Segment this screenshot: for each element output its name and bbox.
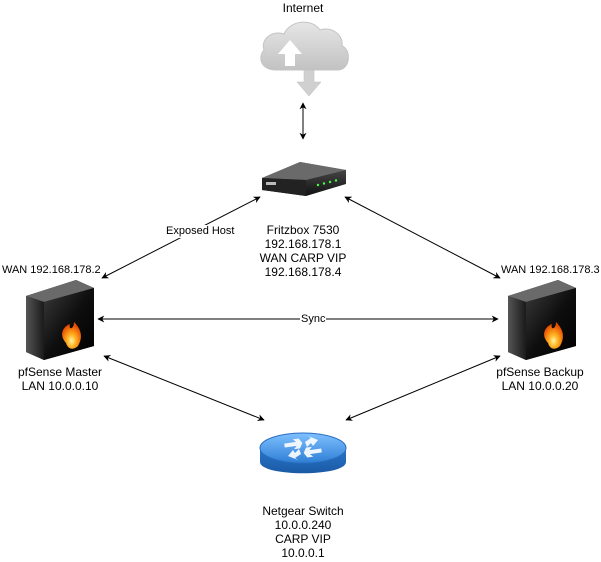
master-lan: LAN 10.0.0.10 [21, 379, 99, 393]
switch-label: Netgear Switch 10.0.0.240 CARP VIP 10.0.… [243, 504, 363, 560]
switch-name: Netgear Switch [262, 504, 344, 518]
fritzbox-label: Fritzbox 7530 192.168.178.1 WAN CARP VIP… [243, 223, 363, 279]
backup-lan: LAN 10.0.0.20 [501, 379, 579, 393]
switch-icon [259, 432, 347, 474]
fritzbox-vip-ip: 192.168.178.4 [264, 265, 342, 279]
router-icon [262, 162, 346, 196]
internet-label: Internet [282, 1, 324, 15]
switch-vip-ip: 10.0.0.1 [281, 546, 325, 560]
connections [97, 102, 501, 421]
fritzbox-ip: 192.168.178.1 [264, 237, 342, 251]
master-label: pfSense Master LAN 10.0.0.10 [0, 365, 120, 393]
switch-vip-label: CARP VIP [275, 532, 331, 546]
link-backup-switch [345, 355, 501, 421]
fritzbox-vip-label: WAN CARP VIP [259, 251, 347, 265]
backup-name: pfSense Backup [496, 365, 584, 379]
cloud-icon [260, 21, 349, 97]
sync-label: Sync [300, 313, 327, 326]
link-master-switch [103, 355, 265, 421]
master-name: pfSense Master [17, 365, 103, 379]
firewall-server-icon [508, 280, 576, 360]
fritzbox-name: Fritzbox 7530 [266, 223, 340, 237]
switch-ip: 10.0.0.240 [274, 518, 332, 532]
firewall-server-icon [26, 280, 94, 360]
backup-wan-label: WAN 192.168.178.3 [501, 264, 600, 276]
exposed-host-label: Exposed Host [165, 225, 236, 238]
link-fritzbox-backup [344, 196, 501, 279]
backup-label: pfSense Backup LAN 10.0.0.20 [480, 365, 600, 393]
master-wan-label: WAN 192.168.178.2 [2, 264, 101, 276]
